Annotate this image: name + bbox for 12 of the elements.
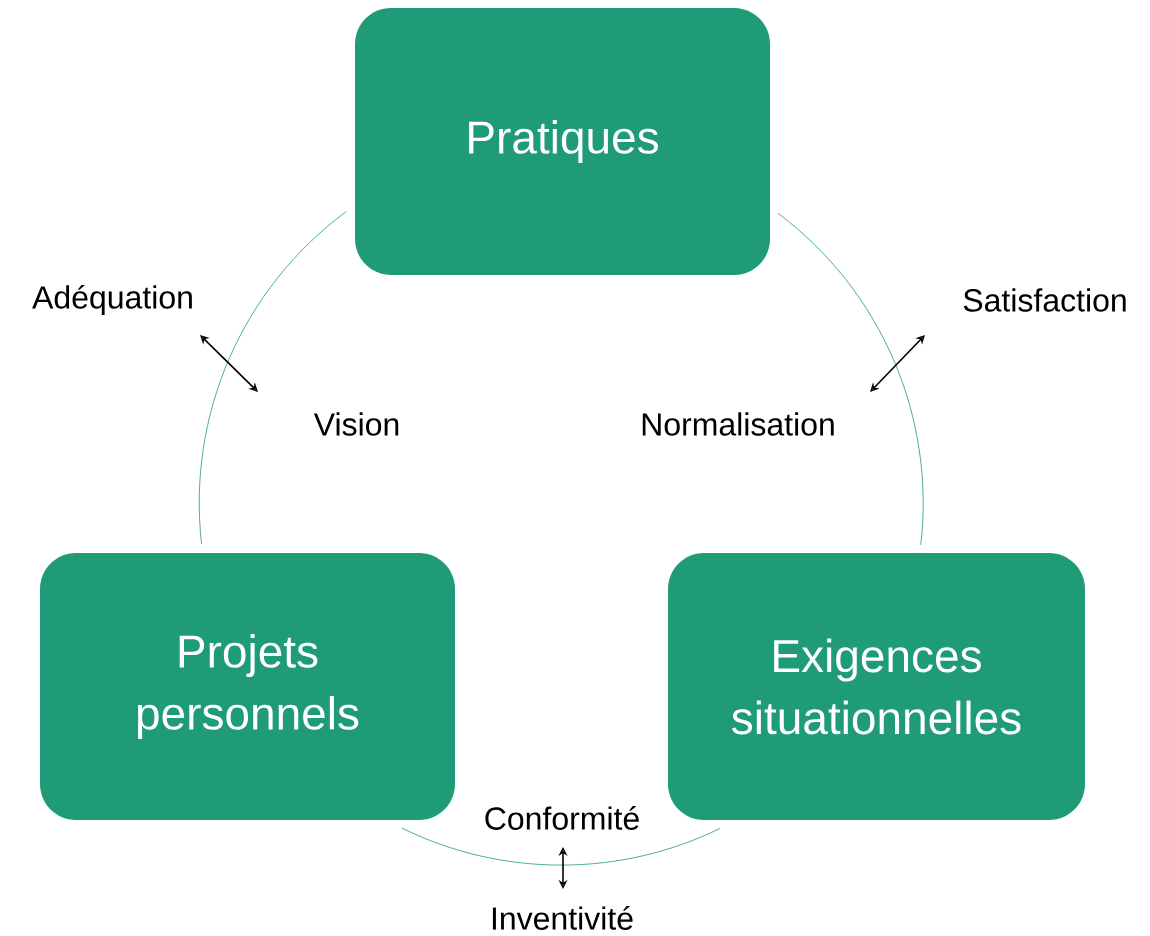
tension-label: Normalisation	[642, 412, 834, 436]
tension-label: Inventivité	[492, 906, 633, 930]
process-box: Projets personnels	[40, 553, 455, 820]
tension-label: Satisfaction	[963, 288, 1126, 312]
process-box: Pratiques	[355, 8, 770, 275]
tension-label: Conformité	[485, 806, 639, 830]
tension-label: Vision	[313, 412, 399, 436]
connector-arc	[777, 212, 924, 546]
connector-arc	[401, 827, 721, 866]
process-box: Exigences situationnelles	[668, 553, 1085, 820]
connector-arc	[198, 211, 347, 545]
tension-label: Adéquation	[32, 284, 192, 316]
